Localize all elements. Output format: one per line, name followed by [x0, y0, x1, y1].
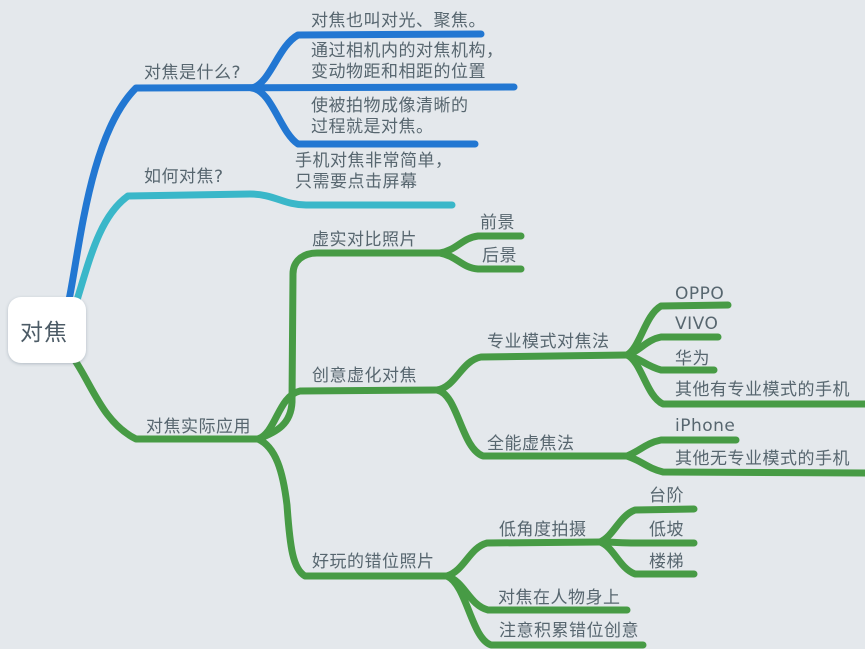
branch-line-fun-dislocation: [254, 435, 451, 580]
branch-line-universal-blur: [433, 386, 631, 460]
node-focus-process[interactable]: 使被拍物成像清晰的 过程就是对焦。: [311, 96, 469, 137]
branch-line-other-without-pro: [623, 452, 865, 477]
branch-line-focus-aka: [248, 30, 485, 92]
branch-line-stairs: [596, 538, 698, 578]
branch-line-background: [436, 249, 525, 273]
node-other-with-pro-mode[interactable]: 其他有专业模式的手机: [675, 380, 850, 400]
branch-line-other-with-pro: [623, 351, 865, 408]
root-node[interactable]: 对焦: [8, 297, 86, 363]
node-creative-blur-focus[interactable]: 创意虚化对焦: [312, 366, 417, 386]
node-blur-contrast-photo[interactable]: 虚实对比照片: [312, 230, 417, 250]
node-fun-dislocation-photo[interactable]: 好玩的错位照片: [312, 552, 435, 572]
node-what-is-focus[interactable]: 对焦是什么?: [144, 63, 242, 83]
node-focus-mechanism[interactable]: 通过相机内的对焦机构， 变动物距和相距的位置: [311, 41, 504, 82]
node-focus-aka[interactable]: 对焦也叫对光、聚焦。: [311, 11, 486, 31]
node-oppo[interactable]: OPPO: [675, 284, 725, 304]
node-how-to-focus[interactable]: 如何对焦?: [144, 167, 224, 187]
branch-line-focus-process: [248, 84, 479, 148]
branch-line-low-angle: [443, 538, 604, 580]
node-other-without-pro-mode[interactable]: 其他无专业模式的手机: [675, 449, 850, 469]
node-accumulate-ideas[interactable]: 注意积累错位创意: [499, 621, 639, 641]
node-low-slope[interactable]: 低坡: [649, 520, 684, 540]
node-stairs[interactable]: 楼梯: [649, 552, 684, 572]
node-low-angle-shot[interactable]: 低角度拍摄: [499, 520, 587, 540]
root-node-label: 对焦: [20, 320, 68, 346]
node-huawei[interactable]: 华为: [675, 349, 710, 369]
branch-line-low-slope: [596, 538, 698, 547]
node-focus-on-person[interactable]: 对焦在人物身上: [498, 588, 621, 608]
node-foreground[interactable]: 前景: [480, 213, 515, 233]
branch-line-how-to-focus: [73, 190, 456, 304]
branch-line-accumulate-ideas: [443, 572, 647, 649]
node-pro-mode-method[interactable]: 专业模式对焦法: [487, 332, 610, 352]
node-universal-blur-method[interactable]: 全能虚焦法: [487, 434, 575, 454]
node-iphone[interactable]: iPhone: [675, 416, 736, 436]
node-steps[interactable]: 台阶: [649, 486, 684, 506]
branch-line-what-is-focus: [65, 83, 518, 304]
branch-line-pro-mode-method: [433, 351, 631, 394]
branch-line-blur-contrast: [254, 249, 444, 443]
node-phone-focus-simple[interactable]: 手机对焦非常简单， 只需要点击屏幕: [295, 151, 453, 192]
node-background[interactable]: 后景: [482, 246, 517, 266]
branch-line-practical-use: [68, 352, 262, 443]
node-vivo[interactable]: VIVO: [675, 314, 719, 334]
branch-line-creative-blur: [254, 386, 441, 443]
node-practical-use[interactable]: 对焦实际应用: [146, 417, 251, 437]
